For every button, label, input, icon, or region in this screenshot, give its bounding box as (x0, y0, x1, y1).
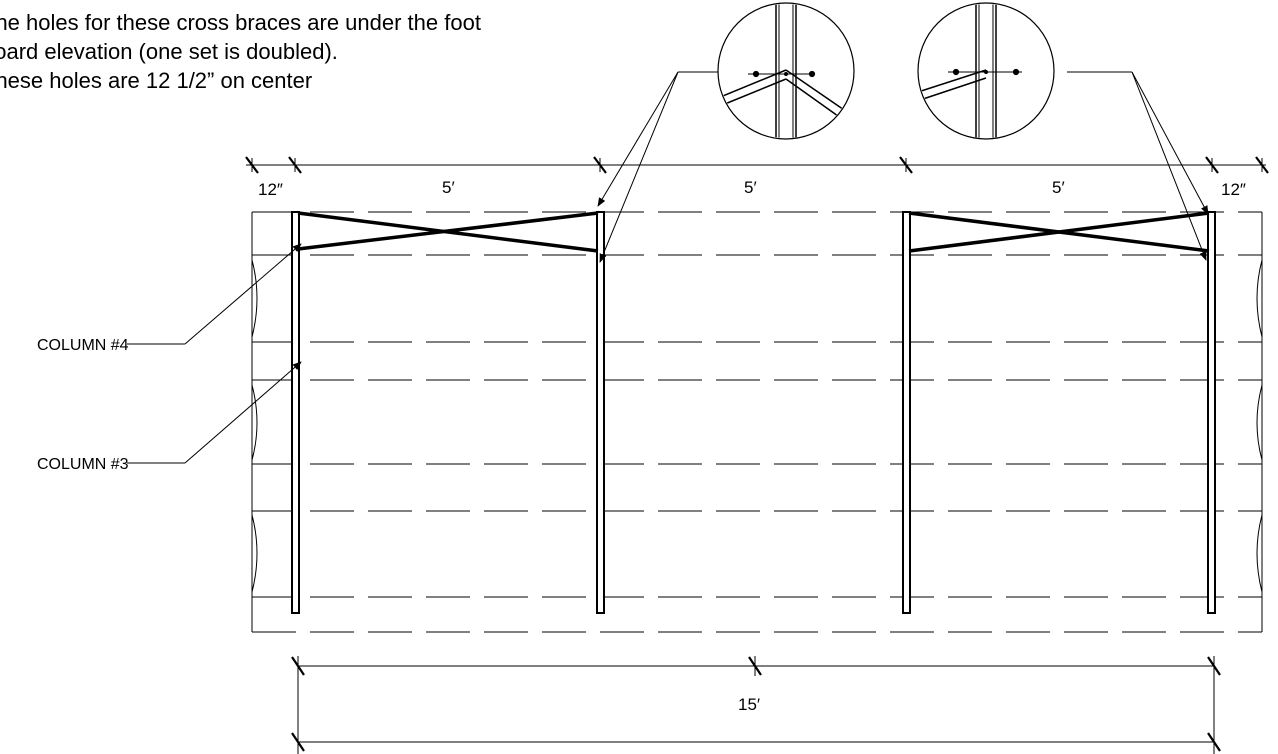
note-line-1: The holes for these cross braces are und… (0, 10, 481, 35)
dim-5-b: 5′ (744, 178, 757, 197)
dim-5-c: 5′ (1052, 178, 1065, 197)
top-dimension (246, 158, 1266, 172)
note-line-2: board elevation (one set is doubled). (0, 39, 338, 64)
dim-right-12: 12″ (1221, 180, 1246, 199)
column-1 (291, 211, 300, 614)
column-3 (902, 211, 911, 614)
outer-frame (251, 212, 1263, 632)
detail-circle-left (717, 2, 855, 140)
detail-leaders (597, 71, 1209, 263)
board-lines (252, 211, 1262, 633)
column-2 (596, 211, 605, 614)
label-column-4: COLUMN #4 (37, 337, 129, 354)
column-4 (1207, 211, 1216, 614)
cross-brace-note: The holes for these cross braces are und… (0, 8, 481, 95)
dim-15: 15′ (738, 695, 760, 714)
cross-braces (297, 211, 1210, 253)
columns (291, 211, 1216, 614)
column-leaders (127, 243, 302, 464)
dim-5-a: 5′ (442, 178, 455, 197)
bottom-dimension-ticks (291, 656, 1221, 752)
top-dimension-ticks (245, 156, 1269, 174)
board-end-marks (251, 259, 1263, 593)
dim-left-12: 12″ (258, 180, 283, 199)
detail-circle-right (917, 2, 1055, 140)
note-line-3: These holes are 12 1/2” on center (0, 68, 313, 93)
label-column-3: COLUMN #3 (37, 456, 129, 473)
